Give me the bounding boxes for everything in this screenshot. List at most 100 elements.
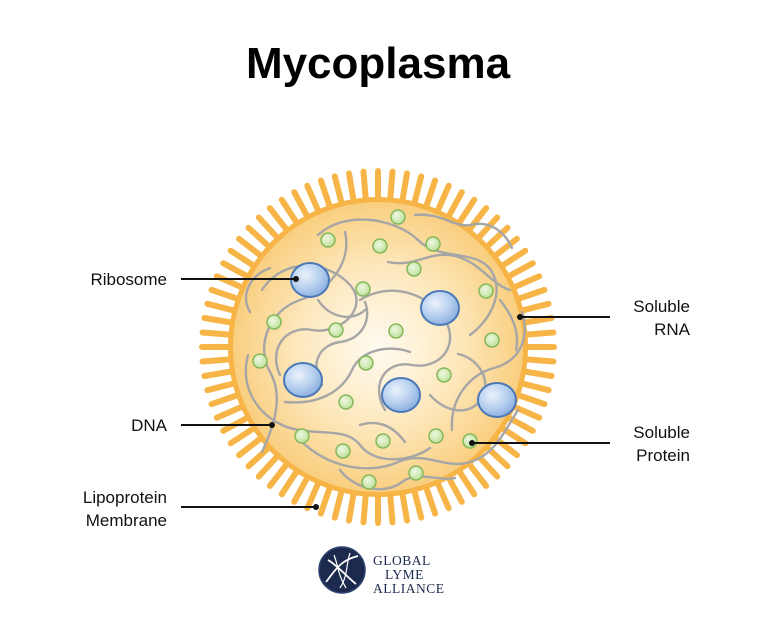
membrane-spike <box>317 177 334 212</box>
membrane-spike <box>236 433 266 459</box>
ribosomes <box>283 262 517 418</box>
protein-dot <box>478 283 494 299</box>
protein-dot <box>252 353 268 369</box>
membrane-spike <box>266 459 292 489</box>
membrane-spike <box>266 205 292 235</box>
leader-lines <box>181 278 610 508</box>
protein-dot <box>266 314 282 330</box>
membrane-spike <box>208 391 243 408</box>
membrane-spike <box>464 459 490 489</box>
membrane-spike <box>454 466 478 498</box>
membrane-spike <box>473 214 501 243</box>
ribosome <box>477 382 517 418</box>
membrane-spike <box>387 489 396 526</box>
protein-dot <box>361 474 377 490</box>
membrane-spike <box>387 168 396 205</box>
soluble-rna-label-line1: Soluble <box>633 297 690 316</box>
membrane-spike <box>444 189 465 222</box>
membrane-spike <box>346 488 357 524</box>
protein-dot <box>408 465 424 481</box>
ribosome <box>283 362 323 398</box>
membrane-spike <box>508 402 543 421</box>
membrane-spike <box>433 477 452 512</box>
protein-dot <box>372 238 388 254</box>
logo-line-global: GLOBAL <box>373 553 431 568</box>
membrane-spike <box>399 488 410 524</box>
soluble-proteins <box>252 209 500 490</box>
protein-dot <box>335 443 351 459</box>
membrane-spike <box>199 356 236 365</box>
lipoprotein-label-line1: Lipoprotein <box>83 488 167 507</box>
lipoprotein-label-line2: Membrane <box>86 511 167 530</box>
membrane-spike <box>255 451 283 480</box>
membrane-spike <box>410 173 425 209</box>
membrane-spike <box>278 466 302 498</box>
membrane-spike <box>508 273 543 292</box>
membrane-spike <box>236 235 266 261</box>
membrane-spike <box>482 442 511 470</box>
membrane-spike <box>503 260 536 281</box>
protein-dot <box>320 232 336 248</box>
protein-dot <box>428 428 444 444</box>
membrane-spike <box>433 182 452 217</box>
membrane-spike <box>199 329 236 338</box>
membrane-spike <box>422 482 439 517</box>
protein-dot <box>355 281 371 297</box>
membrane-spike <box>360 489 369 526</box>
soluble-protein-label-line1: Soluble <box>633 423 690 442</box>
membrane-spike <box>204 300 240 315</box>
membrane-spike <box>255 214 283 243</box>
membrane-spike <box>304 477 323 512</box>
membrane-spike <box>490 235 520 261</box>
membrane-spike <box>213 402 248 421</box>
membrane-spike <box>513 286 548 303</box>
membrane-spike <box>503 413 536 434</box>
ribosome-label: Ribosome <box>90 270 167 289</box>
soluble-protein-label-line2: Protein <box>636 446 690 465</box>
protein-dot <box>390 209 406 225</box>
membrane-spike <box>201 315 237 326</box>
membrane-spike <box>490 433 520 459</box>
membrane-spike <box>482 224 511 252</box>
membrane-spike <box>516 379 552 394</box>
protein-dot <box>406 261 422 277</box>
membrane-spike <box>346 170 357 206</box>
membrane-spike <box>422 177 439 212</box>
dna-label: DNA <box>131 416 168 435</box>
membrane-spike <box>304 182 323 217</box>
page-title: Mycoplasma <box>246 39 511 88</box>
membrane-spike <box>519 315 555 326</box>
protein-dot <box>375 433 391 449</box>
membrane-spike <box>464 205 490 235</box>
membrane-spike <box>208 286 243 303</box>
membrane-spike <box>227 247 259 271</box>
membrane-spike <box>227 423 259 447</box>
membrane-spike <box>220 413 253 434</box>
global-lyme-alliance-logo[interactable]: GLOBAL LYME ALLIANCE <box>318 546 445 596</box>
protein-dot <box>358 355 374 371</box>
protein-dot <box>328 322 344 338</box>
logo-line-alliance: ALLIANCE <box>373 581 445 596</box>
membrane-spike <box>410 485 425 521</box>
membrane-spike <box>331 173 346 209</box>
leader-dots <box>269 276 523 510</box>
membrane-spike <box>360 168 369 205</box>
logo-line-lyme: LYME <box>385 567 424 582</box>
membrane-spike <box>204 379 240 394</box>
membrane-spike <box>245 224 274 252</box>
ribosome <box>381 377 421 413</box>
protein-dot <box>436 367 452 383</box>
protein-dot <box>425 236 441 252</box>
membrane-spikes <box>199 168 557 526</box>
membrane-spike <box>278 196 302 228</box>
membrane-spike <box>291 472 312 505</box>
membrane-spike <box>220 260 253 281</box>
membrane-spike <box>520 329 557 338</box>
membrane-spike <box>516 300 552 315</box>
membrane-spike <box>519 368 555 379</box>
protein-dot <box>338 394 354 410</box>
membrane-spike <box>245 442 274 470</box>
membrane-spike <box>201 368 237 379</box>
membrane-spike <box>454 196 478 228</box>
